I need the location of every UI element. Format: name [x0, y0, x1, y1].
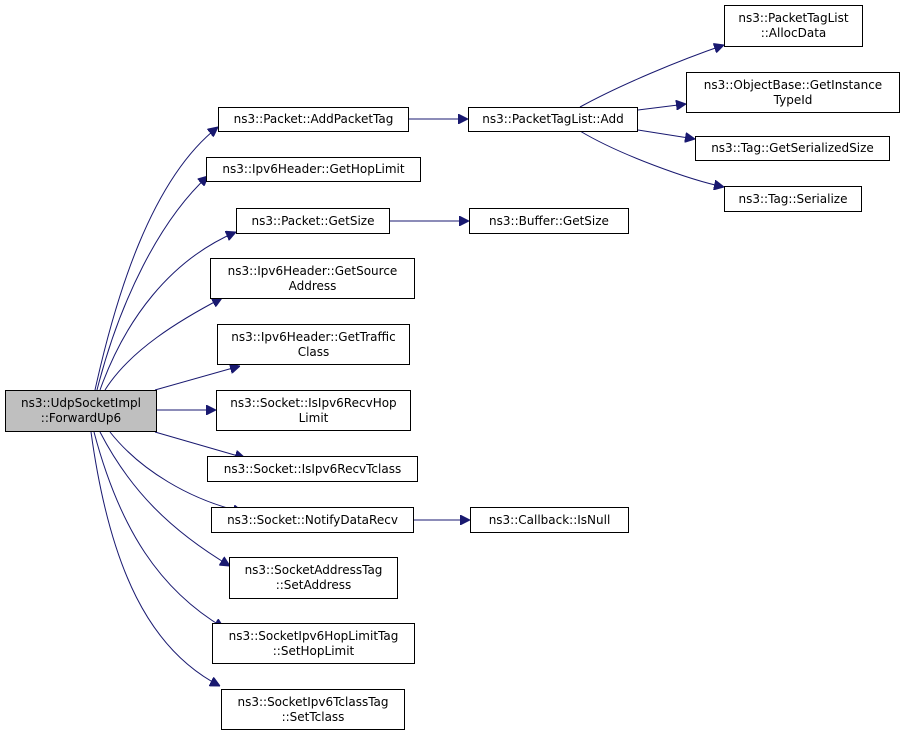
node-object-base-get-instance-type-id[interactable]: ns3::ObjectBase::GetInstance TypeId: [686, 72, 900, 113]
node-ipv6-header-get-hop-limit[interactable]: ns3::Ipv6Header::GetHopLimit: [206, 157, 421, 182]
edge-forward-up6-to-set-tclass: [90, 431, 220, 686]
node-packet-get-size[interactable]: ns3::Packet::GetSize: [236, 208, 390, 234]
node-callback-is-null[interactable]: ns3::Callback::IsNull: [470, 507, 629, 533]
node-label-line1: ns3::Ipv6Header::GetSource: [227, 263, 398, 278]
node-label-line1: ns3::PacketTagList: [738, 11, 849, 25]
node-socket-ipv6-hop-limit-tag-set-hop-limit[interactable]: ns3::SocketIpv6HopLimitTag ::SetHopLimit: [212, 623, 415, 664]
node-label-line2: ::SetHopLimit: [272, 643, 355, 658]
node-label-line2: ::AllocData: [760, 26, 827, 40]
node-label: ns3::PacketTagList::Add: [482, 112, 624, 126]
node-socket-is-ipv6-recv-tclass[interactable]: ns3::Socket::IsIpv6RecvTclass: [207, 456, 418, 482]
edge-forward-up6-to-set-address: [99, 431, 230, 566]
node-ipv6-header-get-source-address[interactable]: ns3::Ipv6Header::GetSource Address: [210, 258, 415, 299]
node-socket-notify-data-recv[interactable]: ns3::Socket::NotifyDataRecv: [211, 507, 414, 533]
edge-forward-up6-to-is-recv-tclass: [154, 431, 245, 458]
node-label: ns3::Tag::GetSerializedSize: [711, 141, 874, 155]
edge-tag-list-add-to-get-serialized-size: [637, 129, 695, 139]
node-tag-serialize[interactable]: ns3::Tag::Serialize: [724, 186, 862, 212]
edge-forward-up6-to-packet-get-size: [99, 232, 236, 391]
edge-forward-up6-to-get-hop-limit: [96, 176, 208, 391]
node-packet-add-packet-tag[interactable]: ns3::Packet::AddPacketTag: [218, 107, 409, 132]
node-label-line1: ns3::Socket::IsIpv6RecvHop: [230, 395, 397, 410]
node-label-line2: TypeId: [773, 92, 813, 107]
node-label-line2: ::SetAddress: [275, 578, 352, 592]
edge-forward-up6-to-set-hop-limit: [93, 431, 224, 628]
node-label: ns3::Buffer::GetSize: [489, 213, 609, 228]
node-tag-get-serialized-size[interactable]: ns3::Tag::GetSerializedSize: [695, 136, 890, 161]
node-label-line1: ns3::SocketIpv6HopLimitTag: [228, 628, 399, 643]
node-label: ns3::Ipv6Header::GetHopLimit: [222, 162, 405, 176]
node-label: ns3::Tag::Serialize: [738, 191, 848, 206]
node-udp-socket-impl-forward-up6: ns3::UdpSocketImpl ::ForwardUp6: [5, 390, 157, 432]
node-label-line1: ns3::ObjectBase::GetInstance: [703, 77, 883, 92]
edge-tag-list-add-to-tag-serialize: [579, 130, 724, 187]
node-label-line1: ns3::UdpSocketImpl: [21, 396, 141, 410]
node-socket-ipv6-tclass-tag-set-tclass[interactable]: ns3::SocketIpv6TclassTag ::SetTclass: [221, 689, 405, 730]
node-label-line2: ::SetTclass: [281, 709, 345, 724]
node-label-line1: ns3::SocketAddressTag: [244, 563, 383, 577]
node-label: ns3::Packet::AddPacketTag: [233, 112, 394, 126]
node-label-line2: Address: [288, 278, 337, 293]
node-label: ns3::Callback::IsNull: [488, 512, 611, 527]
node-ipv6-header-get-traffic-class[interactable]: ns3::Ipv6Header::GetTraffic Class: [217, 324, 410, 365]
edge-tag-list-add-to-get-instance-type-id: [637, 104, 686, 111]
node-packet-tag-list-alloc-data[interactable]: ns3::PacketTagList ::AllocData: [724, 5, 863, 47]
node-label-line2: ::ForwardUp6: [40, 411, 122, 425]
node-label: ns3::Packet::GetSize: [251, 213, 375, 228]
edge-forward-up6-to-get-traffic-class: [154, 366, 240, 391]
edge-tag-list-add-to-alloc-data: [579, 45, 724, 108]
node-label-line2: Limit: [298, 410, 329, 425]
node-packet-tag-list-add[interactable]: ns3::PacketTagList::Add: [468, 107, 638, 132]
node-socket-address-tag-set-address[interactable]: ns3::SocketAddressTag ::SetAddress: [229, 557, 398, 599]
edge-forward-up6-to-add-packet-tag: [94, 127, 218, 391]
node-label: ns3::Socket::NotifyDataRecv: [227, 512, 398, 527]
node-buffer-get-size[interactable]: ns3::Buffer::GetSize: [469, 208, 629, 234]
node-label-line1: ns3::Ipv6Header::GetTraffic: [231, 329, 396, 344]
node-label: ns3::Socket::IsIpv6RecvTclass: [223, 461, 402, 476]
edge-forward-up6-to-get-source-address: [104, 298, 222, 391]
node-socket-is-ipv6-recv-hop-limit[interactable]: ns3::Socket::IsIpv6RecvHop Limit: [216, 390, 411, 431]
node-label-line2: Class: [297, 344, 330, 359]
node-label-line1: ns3::SocketIpv6TclassTag: [237, 694, 389, 709]
